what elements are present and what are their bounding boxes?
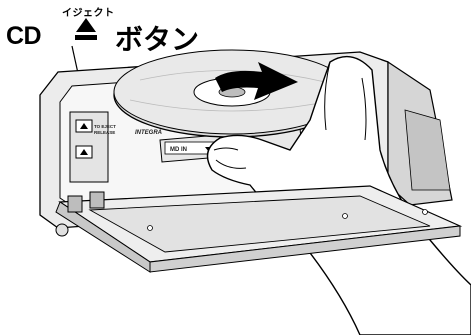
eject-icon [80,149,88,155]
md-slot-label: MD IN [170,147,187,153]
eject-icon [75,18,97,40]
release-label-line2: RELEASE [94,130,115,135]
callout-button-label: ボタン [115,23,200,56]
release-label-line1: TO EJECT [94,124,116,129]
hinge-knob [55,223,69,237]
tray-screw [342,213,348,219]
arrow-icon [215,62,298,100]
cd-disc[interactable] [113,49,351,138]
model-label: INTEGRA [135,130,162,136]
tray-screw [422,209,428,215]
side-recess [404,109,451,191]
callout-ruby-label: イジェクト [62,8,115,19]
tray-screw [147,225,153,231]
callout-cd-label: CD [6,22,42,50]
front-panel-tray-inner [88,195,431,253]
hinge-left [67,195,83,213]
eject-icon [80,123,88,129]
hinge-right [89,191,105,209]
front-panel-tray-front [149,225,461,273]
